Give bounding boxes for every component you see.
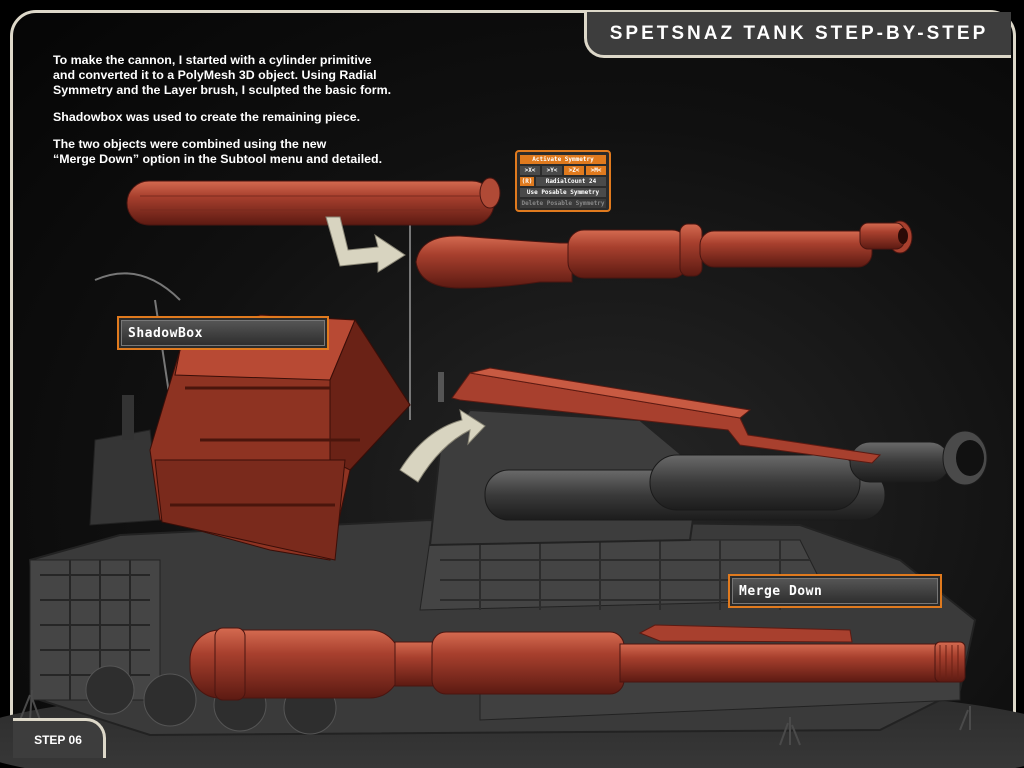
merge-down-label: Merge Down (732, 578, 938, 604)
y-axis-toggle[interactable]: >Y< (542, 166, 562, 175)
arrow-icon (325, 216, 406, 273)
symmetry-panel: Activate Symmetry >X< >Y< >Z< >M< (R) Ra… (515, 150, 611, 212)
m-axis-toggle[interactable]: >M< (586, 166, 606, 175)
radial-toggle[interactable]: (R) (520, 177, 534, 186)
merge-down-button[interactable]: Merge Down (728, 574, 942, 608)
shadowbox-button[interactable]: ShadowBox (117, 316, 329, 350)
page-title: SPETSNAZ TANK STEP-BY-STEP (584, 12, 1011, 58)
intro-text: To make the cannon, I started with a cyl… (53, 53, 523, 179)
grass (19, 689, 971, 746)
arrow-icon (399, 408, 486, 483)
merged-cannon (189, 627, 966, 701)
activate-symmetry-button[interactable]: Activate Symmetry (520, 155, 606, 164)
shadowbox-label: ShadowBox (121, 320, 325, 346)
intro-paragraph: Shadowbox was used to create the remaini… (53, 110, 361, 124)
sculpted-cannon (415, 220, 913, 289)
intro-paragraph: To make the cannon, I started with a cyl… (53, 53, 392, 97)
shadowbox-piece (451, 367, 882, 464)
radial-count-slider[interactable]: RadialCount 24 (536, 177, 606, 186)
intro-paragraph: The two objects were combined using the … (53, 137, 383, 166)
delete-posable-symmetry-button[interactable]: Delete Posable Symmetry (520, 199, 606, 208)
step-badge: STEP 06 (13, 718, 106, 758)
z-axis-toggle[interactable]: >Z< (564, 166, 584, 175)
clay-cylinder (126, 177, 501, 226)
x-axis-toggle[interactable]: >X< (520, 166, 540, 175)
use-posable-symmetry-button[interactable]: Use Posable Symmetry (520, 188, 606, 197)
